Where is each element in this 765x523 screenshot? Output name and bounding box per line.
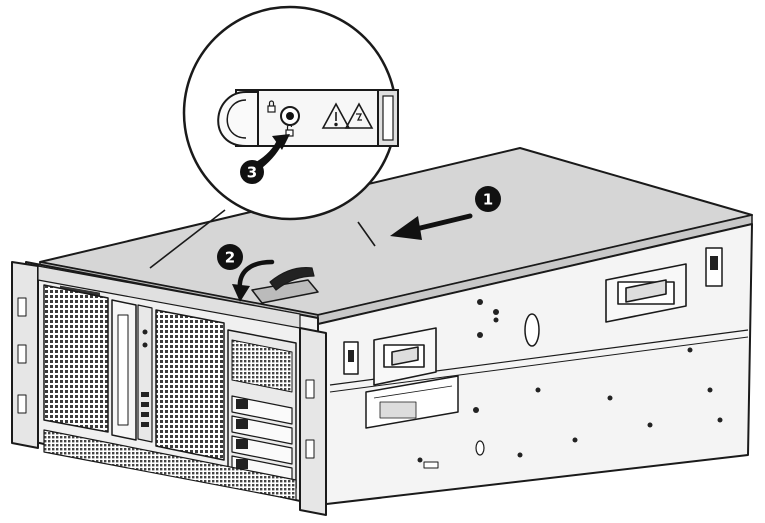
unlock-icon (285, 124, 294, 137)
latch-plate (235, 89, 399, 147)
bottom-vent (43, 429, 297, 501)
magnified-latch-callout: 3 (149, 5, 399, 269)
left-mesh-bay (43, 284, 109, 433)
step-1-number: 1 (483, 191, 493, 209)
latch-handle-loop (217, 91, 259, 147)
cover-latch-handle (251, 267, 319, 304)
server-chassis (11, 147, 753, 516)
step-3-number: 3 (247, 164, 257, 182)
side-handle-rear (605, 263, 687, 323)
step-3-badge-icon: 3 (240, 160, 264, 184)
side-screws (417, 299, 723, 463)
latch-turn-arrow-icon (256, 134, 290, 168)
caution-triangle-icon (344, 102, 374, 129)
side-handle-front (373, 327, 437, 386)
step-1-badge-icon: 1 (475, 186, 501, 212)
step-2-badge-icon: 2 (217, 244, 243, 270)
right-rack-ear (299, 327, 327, 516)
rotate-arrow-icon (232, 259, 275, 302)
step-2-number: 2 (225, 249, 235, 267)
center-mesh-bay (155, 309, 225, 461)
lock-icon (267, 100, 276, 113)
warning-triangle-icon (321, 102, 351, 129)
side-slot (524, 313, 540, 347)
slide-arrow-icon (390, 213, 473, 240)
